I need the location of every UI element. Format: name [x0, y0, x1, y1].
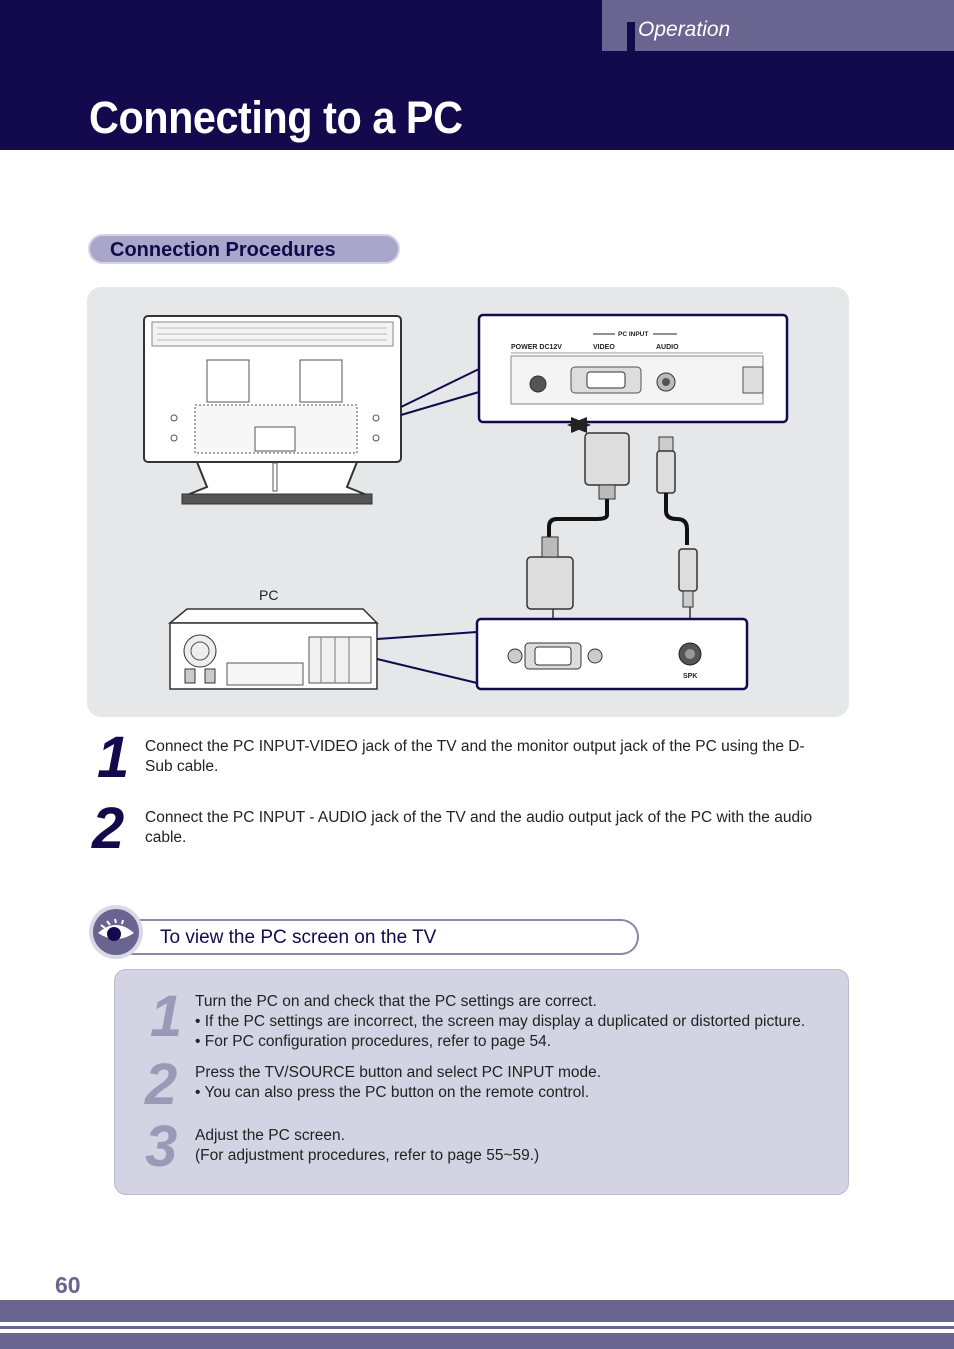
- cables: [526, 417, 698, 639]
- tip-box: 1 Turn the PC on and check that the PC s…: [114, 969, 849, 1195]
- page-title: Connecting to a PC: [89, 92, 463, 143]
- tip-title: To view the PC screen on the TV: [160, 927, 437, 948]
- pc-output-panel: SPK: [475, 617, 749, 691]
- eye-icon: [89, 905, 143, 959]
- footer-band: [0, 1300, 954, 1322]
- pc-input-label: PC INPUT: [618, 331, 648, 338]
- tip-line: Adjust the PC screen.: [195, 1127, 345, 1144]
- tip-header: To view the PC screen on the TV: [89, 905, 641, 959]
- tip-line: • If the PC settings are incorrect, the …: [195, 1013, 806, 1030]
- tv-input-panel: POWER DC12V PC INPUT VIDEO AUDIO: [400, 313, 789, 424]
- connection-diagram: POWER DC12V PC INPUT VIDEO AUDIO: [87, 287, 849, 717]
- step-number: 1: [97, 725, 130, 790]
- step-text: Connect the PC INPUT-VIDEO jack of the T…: [145, 738, 805, 775]
- tip-step-number: 2: [145, 1052, 178, 1117]
- tip-step-3-text: Adjust the PC screen. (For adjustment pr…: [195, 1126, 835, 1166]
- video-label: VIDEO: [593, 344, 615, 351]
- page-number: 60: [55, 1272, 81, 1298]
- section-label: Operation: [638, 18, 731, 41]
- tip-line: Turn the PC on and check that the PC set…: [195, 993, 597, 1010]
- pc-label: PC: [259, 587, 278, 603]
- audio-label: AUDIO: [656, 344, 679, 351]
- connection-procedures-heading-text: Connection Procedures: [110, 239, 336, 261]
- connection-diagram-illustration: POWER DC12V PC INPUT VIDEO AUDIO: [143, 313, 789, 691]
- connection-procedures-heading: Connection Procedures: [88, 234, 400, 264]
- tip-step-number: 3: [145, 1114, 178, 1179]
- tip-step-number: 1: [150, 984, 183, 1049]
- tip-line: Press the TV/SOURCE button and select PC…: [195, 1064, 602, 1081]
- page-header: Operation Connecting to a PC: [0, 0, 954, 150]
- footer-stripe: [0, 1333, 954, 1349]
- step-text: Connect the PC INPUT - AUDIO jack of the…: [145, 809, 813, 846]
- power-label: POWER DC12V: [511, 344, 562, 351]
- spk-label: SPK: [683, 673, 697, 680]
- tip-line: (For adjustment procedures, refer to pag…: [195, 1147, 540, 1164]
- tip-line: • You can also press the PC button on th…: [195, 1084, 590, 1101]
- tip-line: • For PC configuration procedures, refer…: [195, 1033, 552, 1050]
- section-tab-marker: [627, 22, 635, 51]
- section-tab: Operation: [602, 0, 954, 51]
- tip-header-frame: [119, 919, 639, 955]
- tip-step-1-text: Turn the PC on and check that the PC set…: [195, 992, 835, 1052]
- step-number: 2: [92, 796, 125, 861]
- tv-rear-illustration: [143, 315, 402, 505]
- pc-illustration: PC: [167, 587, 478, 690]
- footer-stripe: [0, 1326, 954, 1329]
- tip-step-2-text: Press the TV/SOURCE button and select PC…: [195, 1063, 835, 1103]
